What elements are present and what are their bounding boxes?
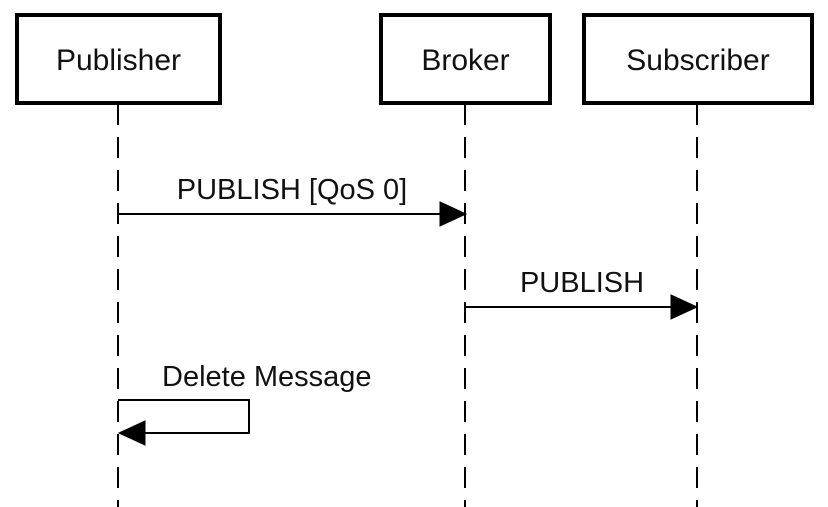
message-label: PUBLISH [QoS 0] bbox=[177, 174, 408, 206]
arrowhead-icon bbox=[117, 420, 146, 446]
participant-box bbox=[582, 13, 814, 105]
message-label: Delete Message bbox=[162, 361, 372, 393]
message-delete-message: Delete Message bbox=[117, 361, 372, 446]
participant-box bbox=[15, 13, 222, 105]
self-message-line bbox=[118, 399, 250, 434]
participant-label-publisher: Publisher bbox=[56, 44, 181, 77]
message-label: PUBLISH bbox=[520, 267, 644, 299]
message-publish: PUBLISH bbox=[465, 267, 699, 320]
arrowhead-icon bbox=[670, 294, 699, 320]
participant-label-subscriber: Subscriber bbox=[626, 44, 769, 77]
participant-publisher: Publisher bbox=[15, 13, 222, 105]
arrowhead-icon bbox=[439, 201, 468, 227]
participant-box bbox=[379, 13, 552, 105]
participant-broker: Broker bbox=[379, 13, 552, 105]
participant-subscriber: Subscriber bbox=[582, 13, 814, 105]
participant-label-broker: Broker bbox=[421, 44, 509, 77]
message-publish-qos0: PUBLISH [QoS 0] bbox=[118, 174, 468, 227]
